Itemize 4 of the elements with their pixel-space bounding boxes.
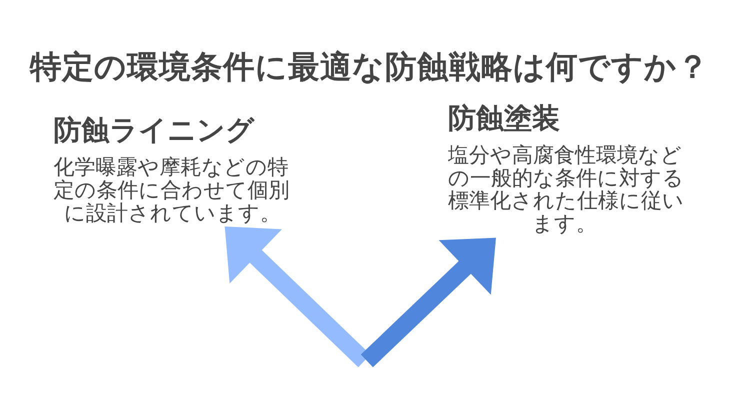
diagram-title: 特定の環境条件に最適な防蝕戦略は何ですか？ [30,50,710,86]
arrow [360,238,496,368]
node-text: 防蝕塗装 塩分や高腐食性環境などの一般的な条件に対する標準化された仕様に従います。 [448,101,684,236]
node-text: 防蝕ライニング 化学曝露や摩耗などの特定の条件に合わせて個別に設計されています。 [54,114,290,225]
